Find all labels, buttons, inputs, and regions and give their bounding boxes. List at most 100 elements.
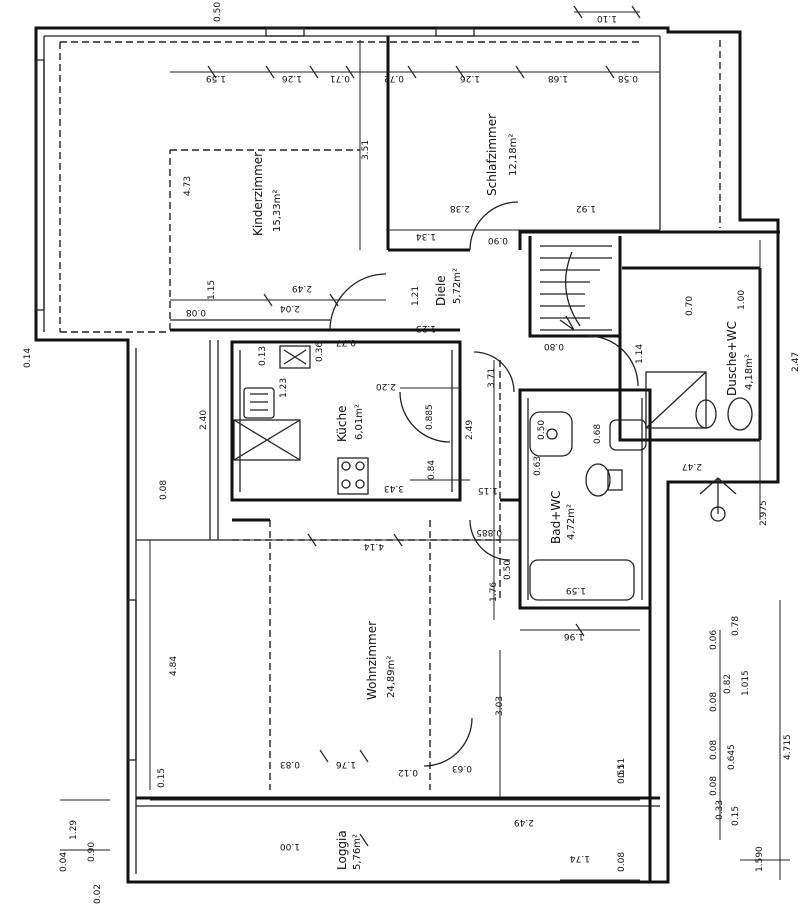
dim-label: 2.20 — [376, 381, 396, 391]
room-name-dusche: Dusche+WC — [725, 321, 739, 396]
room-name-diele: Diele — [434, 275, 448, 306]
dim-label: 2.38 — [450, 203, 470, 213]
dim-label: 0.58 — [618, 73, 638, 83]
dim-label: 2.47 — [682, 461, 702, 471]
dim-label: 0.08 — [709, 740, 719, 760]
dim-label: 2.975 — [759, 500, 769, 526]
dim-label: 0.02 — [93, 884, 103, 904]
dim-label: 1.15 — [207, 280, 217, 300]
dim-label: 1.34 — [416, 231, 436, 241]
dim-label: 0.645 — [727, 744, 737, 770]
dim-label: 1.92 — [576, 203, 596, 213]
dim-label: 0.08 — [709, 776, 719, 796]
walls — [34, 26, 780, 884]
dim-label: 1.59 — [206, 73, 226, 83]
dim-label: 2.40 — [199, 410, 209, 430]
dim-label: 1.015 — [741, 670, 751, 696]
dim-label: 0.04 — [59, 852, 69, 872]
dim-label: 3.03 — [495, 696, 505, 716]
room-area-wohnzimmer: 24,89m² — [386, 656, 397, 698]
dim-label: 0.885 — [476, 527, 502, 537]
dim-label: 0.50 — [503, 560, 513, 580]
dim-label: 4.715 — [783, 734, 793, 760]
dim-label: 4.14 — [364, 541, 384, 551]
room-area-dusche: 4,18m² — [744, 354, 755, 390]
room-name-schlafzimmer: Schlafzimmer — [485, 114, 499, 196]
dim-label: 0.83 — [280, 759, 300, 769]
dim-label: 0.51 — [617, 758, 627, 778]
dim-label: 0.14 — [23, 348, 33, 368]
dim-label: 2.49 — [292, 283, 312, 293]
dim-label: 1.74 — [570, 853, 590, 863]
dim-label: 0.84 — [427, 460, 437, 480]
room-name-wohnzimmer: Wohnzimmer — [365, 621, 379, 700]
dim-label: 4.84 — [169, 656, 179, 676]
room-area-schlafzimmer: 12,18m² — [508, 134, 519, 176]
dim-label: 0.50 — [537, 420, 547, 440]
room-area-diele: 5,72m² — [452, 268, 463, 304]
doors — [329, 201, 639, 767]
room-area-loggia: 5,76m² — [352, 834, 363, 870]
dim-label: 0.90 — [488, 235, 508, 245]
dim-label: 1.59 — [566, 585, 586, 595]
dim-label: 2.04 — [280, 303, 300, 313]
dim-label: 0.08 — [709, 692, 719, 712]
dim-label: 1.00 — [737, 290, 747, 310]
dim-label: 1.14 — [635, 344, 645, 364]
dim-label: 0.80 — [544, 341, 564, 351]
staircase — [540, 245, 612, 331]
dim-label: 0.78 — [731, 616, 741, 636]
room-name-kinderzimmer: Kinderzimmer — [251, 152, 265, 236]
dim-label: 0.13 — [258, 346, 268, 366]
dim-label: 0.15 — [157, 768, 167, 788]
dim-label: 1.29 — [69, 820, 79, 840]
dim-label: 1.76 — [489, 582, 499, 602]
dim-label: 0.90 — [87, 842, 97, 862]
dim-label: 0.33 — [715, 800, 725, 820]
dim-label: 1.26 — [282, 73, 302, 83]
dim-label: 0.71 — [330, 73, 350, 83]
dim-label: 0.68 — [593, 424, 603, 444]
dim-label: 0.72 — [384, 73, 404, 83]
dim-label: 0.63 — [452, 763, 472, 773]
dim-label: 3.43 — [384, 483, 404, 493]
dim-label: 2.49 — [465, 420, 475, 440]
dim-label: 0.12 — [398, 767, 418, 777]
dashed-beams — [59, 40, 721, 790]
dim-label: 2.47 — [791, 352, 801, 372]
dim-label: 1.23 — [279, 378, 289, 398]
dim-label: 0.50 — [213, 2, 223, 22]
dim-label: 0.63 — [533, 456, 543, 476]
dim-label: 1.23 — [416, 323, 436, 333]
dim-label: 1.26 — [460, 73, 480, 83]
dim-label: 0.51 — [617, 764, 627, 784]
room-area-kinderzimmer: 15,33m² — [272, 190, 283, 232]
room-area-kueche: 6,01m² — [354, 404, 365, 440]
fixtures — [35, 27, 753, 761]
room-labels: Kinderzimmer 15,33m² Schlafzimmer 12,18m… — [251, 114, 755, 870]
dim-label: 1.00 — [280, 841, 300, 851]
dim-label: 0.08 — [186, 307, 206, 317]
dim-label: 0.885 — [425, 404, 435, 430]
room-name-bad: Bad+WC — [549, 490, 563, 544]
dimension-labels: 0.50 1.10 1.59 1.26 0.71 0.72 1.26 1.68 … — [23, 2, 801, 904]
room-name-kueche: Küche — [335, 406, 349, 442]
dim-label: 3.71 — [487, 368, 497, 388]
dimension-lines — [60, 5, 790, 881]
dim-label: 0.15 — [731, 806, 741, 826]
dim-label: 1.96 — [564, 631, 584, 641]
dim-label: 0.08 — [617, 852, 627, 872]
dim-label: 1.76 — [336, 759, 356, 769]
dim-label: 1.21 — [411, 286, 421, 306]
dim-label: 1.590 — [755, 846, 765, 872]
dim-label: 4.73 — [183, 176, 193, 196]
dim-label: 1.10 — [597, 13, 617, 23]
dim-label: 0.77 — [336, 337, 356, 347]
dim-label: 2.49 — [514, 817, 534, 827]
dim-label: 0.08 — [159, 480, 169, 500]
dim-label: 0.36 — [315, 342, 325, 362]
dim-label: 1.68 — [548, 73, 568, 83]
dim-label: 0.70 — [685, 296, 695, 316]
dim-label: 3.51 — [361, 140, 371, 160]
